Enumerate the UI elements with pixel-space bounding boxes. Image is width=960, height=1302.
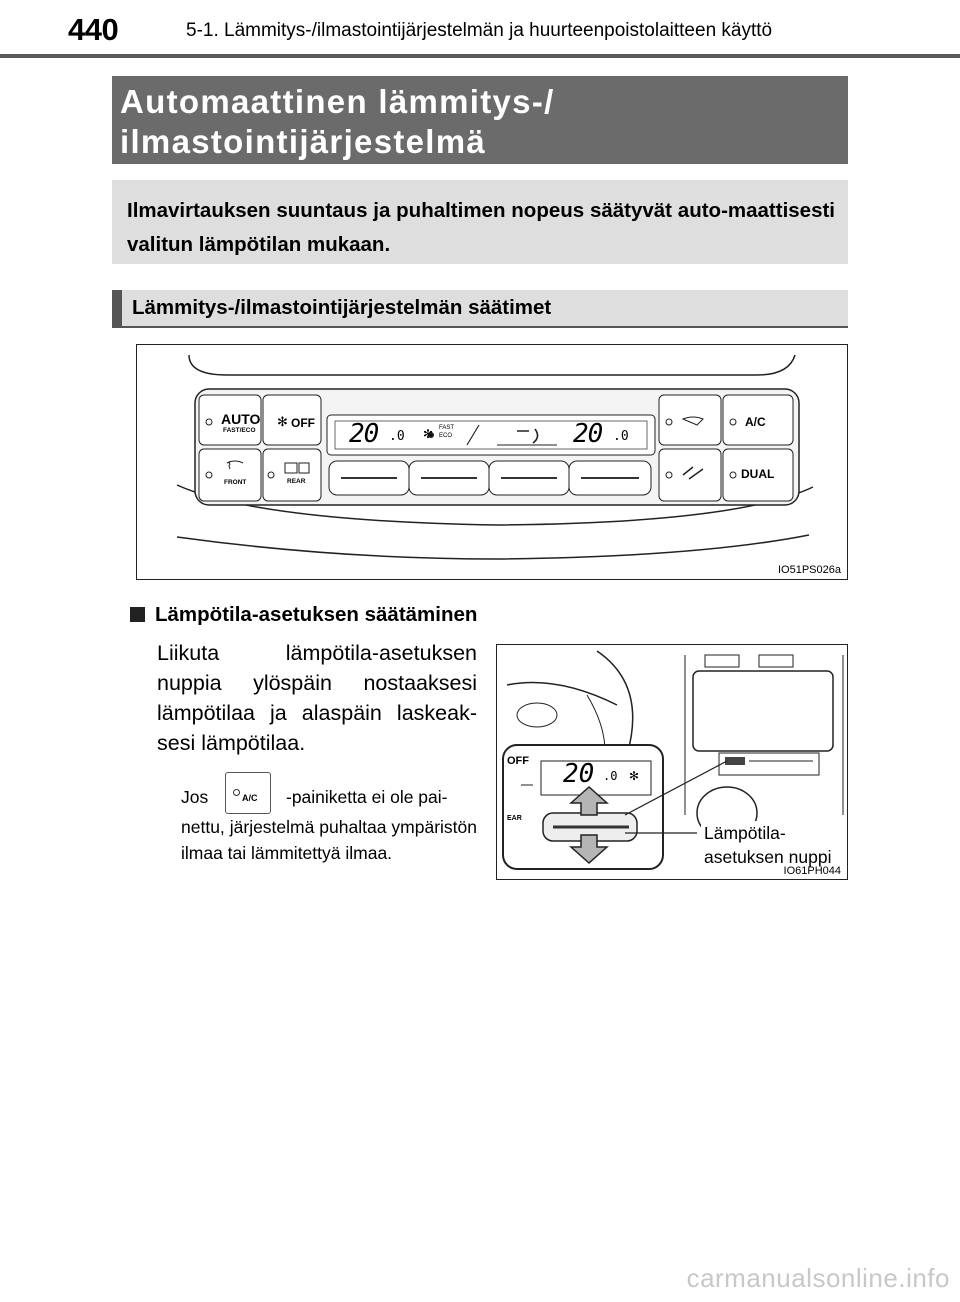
ac-button-icon: A/C <box>225 772 271 814</box>
left-temp-readout: 20 <box>349 419 379 449</box>
footer-watermark: carmanualsonline.info <box>686 1263 950 1293</box>
fast-label: FAST <box>439 425 455 431</box>
inset-fan-icon: ✻ <box>629 769 640 783</box>
figure2-code: IO61PH044 <box>783 865 841 877</box>
right-temp-decimal: .0 <box>613 429 629 444</box>
inset-rear-label: EAR <box>507 815 522 822</box>
ac-note-first-line: Jos A/C -painiketta ei ole pai- <box>181 772 477 814</box>
note-rest: nettu, järjestelmä puhaltaa ympäristön i… <box>181 817 477 863</box>
temperature-setting-heading: Lämpötila-asetuksen säätäminen <box>130 603 477 627</box>
ac-label: A/C <box>745 415 766 429</box>
inset-off-label: OFF <box>507 755 529 767</box>
header-rule <box>0 54 960 58</box>
fast-eco-label: FAST/ECO <box>223 427 256 434</box>
fan-off-label: OFF <box>291 416 315 430</box>
control-panel-figure: AUTO FAST/ECO OFF ✻ ⌇ FRONT REAR A/C DUA… <box>136 344 848 580</box>
note-jos: Jos <box>181 787 209 807</box>
page-header: 440 5-1. Lämmitys-/ilmastointijärjestelm… <box>0 0 960 60</box>
left-temp-decimal: .0 <box>389 429 405 444</box>
ac-indicator-icon <box>233 789 240 796</box>
heading-accent-bar <box>112 290 122 326</box>
control-panel-illustration <box>176 354 814 560</box>
intro-text: Ilmavirtauksen suuntaus ja puhaltimen no… <box>127 199 835 256</box>
square-bullet-icon <box>130 607 145 622</box>
intro-box: Ilmavirtauksen suuntaus ja puhaltimen no… <box>112 180 848 264</box>
controls-heading: Lämmitys-/ilmastointijärjestelmän säätim… <box>112 290 848 328</box>
controls-heading-text: Lämmitys-/ilmastointijärjestelmän säätim… <box>132 296 552 319</box>
eco-label: ECO <box>439 433 453 439</box>
auto-button-label: AUTO <box>221 411 261 427</box>
chapter-title: 5-1. Lämmitys-/ilmastointijärjestelmän j… <box>186 20 773 41</box>
display-fan-icon: ✻ <box>423 427 434 441</box>
page-number: 440 <box>68 12 119 47</box>
callout-line-1: Lämpötila- <box>704 823 786 843</box>
section-title-box: Automaattinen lämmitys-/ ilmastointijärj… <box>112 76 848 164</box>
fan-icon: ✻ <box>277 414 288 429</box>
rear-label: REAR <box>287 478 306 485</box>
note-after-button: -painiketta ei ole pai- <box>286 787 448 807</box>
front-label: FRONT <box>224 479 247 486</box>
inset-temp-readout: 20 <box>563 759 595 789</box>
callout-line-2: asetuksen nuppi <box>704 847 832 867</box>
front-defrost-icon: ⌇ <box>227 461 232 472</box>
inset-temp-decimal: .0 <box>603 769 618 783</box>
temperature-knob-illustration <box>502 650 844 870</box>
section-title: Automaattinen lämmitys-/ ilmastointijärj… <box>120 83 555 160</box>
dual-label: DUAL <box>741 467 775 481</box>
right-temp-readout: 20 <box>573 419 603 449</box>
temperature-knob-figure: 20 .0 ✻ OFF EAR Lämpötila- asetuksen nup… <box>496 644 848 880</box>
temperature-setting-body: Liikuta lämpötila-asetuksen nuppia ylösp… <box>157 641 477 755</box>
figure1-code: IO51PS026a <box>778 564 841 576</box>
knob-callout: Lämpötila- asetuksen nuppi <box>701 821 835 869</box>
temperature-setting-heading-text: Lämpötila-asetuksen säätäminen <box>155 603 478 626</box>
ac-chip-label: A/C <box>242 793 258 803</box>
